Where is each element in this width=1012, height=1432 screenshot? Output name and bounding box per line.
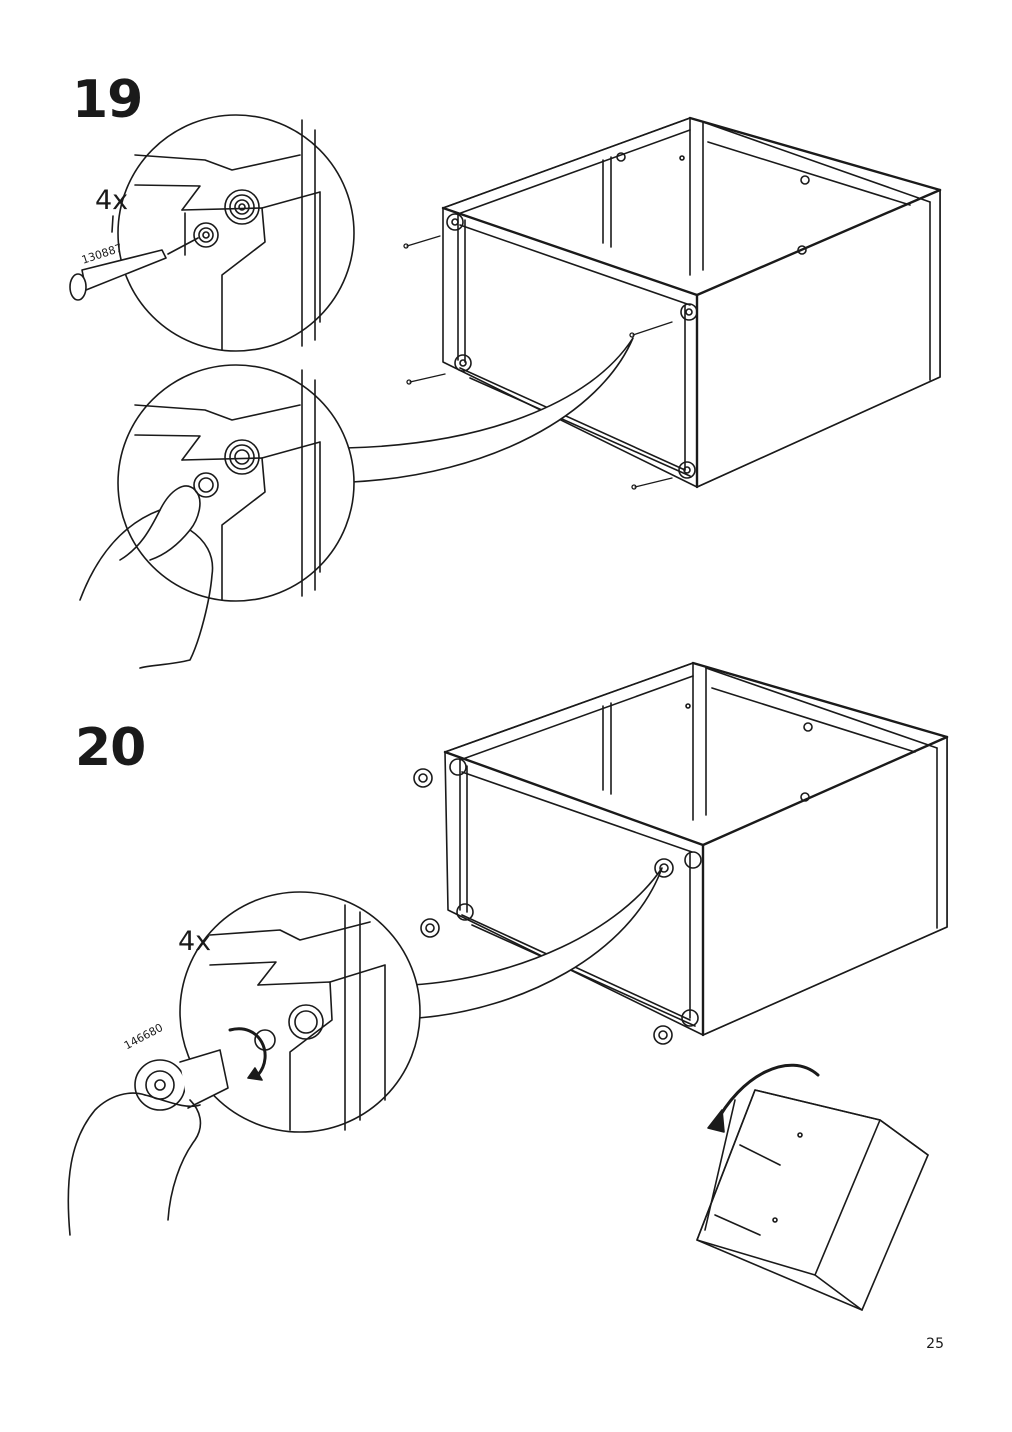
page-number: 25 <box>926 1336 944 1352</box>
cabinet-frame-step20 <box>445 663 947 1035</box>
flipped-cabinet <box>697 1065 928 1310</box>
detail-circle-foot <box>68 892 420 1235</box>
step-number-20: 20 <box>75 718 146 778</box>
cabinet-frame-step19 <box>443 118 940 487</box>
detail-circle-pin <box>70 115 354 351</box>
callout-ribbon-step20 <box>412 868 662 1018</box>
quantity-label: 4x <box>95 185 129 216</box>
feet-step20 <box>414 769 673 1044</box>
detail-circle-press <box>80 365 354 668</box>
quantity-label: 4x <box>178 926 212 957</box>
step-number-19: 19 <box>72 70 143 130</box>
callout-ribbon-step19 <box>345 338 633 482</box>
pins-step19 <box>404 236 672 489</box>
